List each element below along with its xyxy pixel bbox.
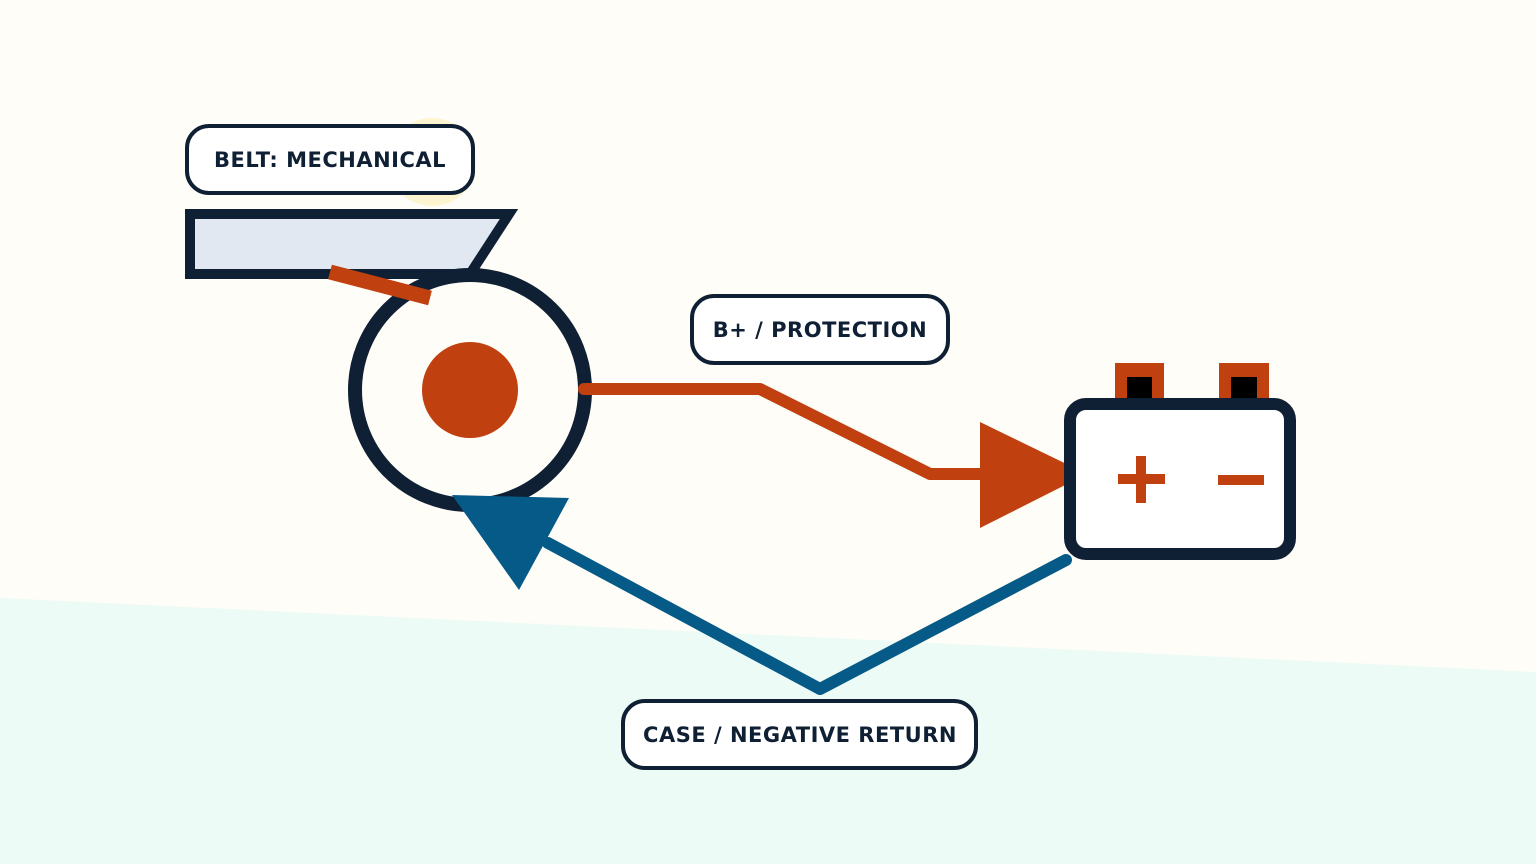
power-arrowhead [980,422,1087,528]
alternator-rotor [422,342,518,438]
return-label: CASE / NEGATIVE RETURN [621,699,978,770]
belt-label: BELT: MECHANICAL [185,124,475,195]
return-label-text: CASE / NEGATIVE RETURN [643,723,957,747]
battery-body [1064,398,1296,560]
battery-negative-symbol [1218,475,1264,485]
battery-icon [1064,363,1296,560]
return-wire [542,537,1072,695]
belt-tension-bar [328,264,432,306]
protection-label: B+ / PROTECTION [690,294,950,365]
protection-label-text: B+ / PROTECTION [713,318,927,342]
alternator-icon [348,268,592,512]
belt-icon [185,209,519,279]
belt-label-text: BELT: MECHANICAL [214,148,446,172]
battery-positive-symbol [1118,456,1165,503]
power-wire [578,383,996,480]
return-arrowhead [452,495,569,590]
